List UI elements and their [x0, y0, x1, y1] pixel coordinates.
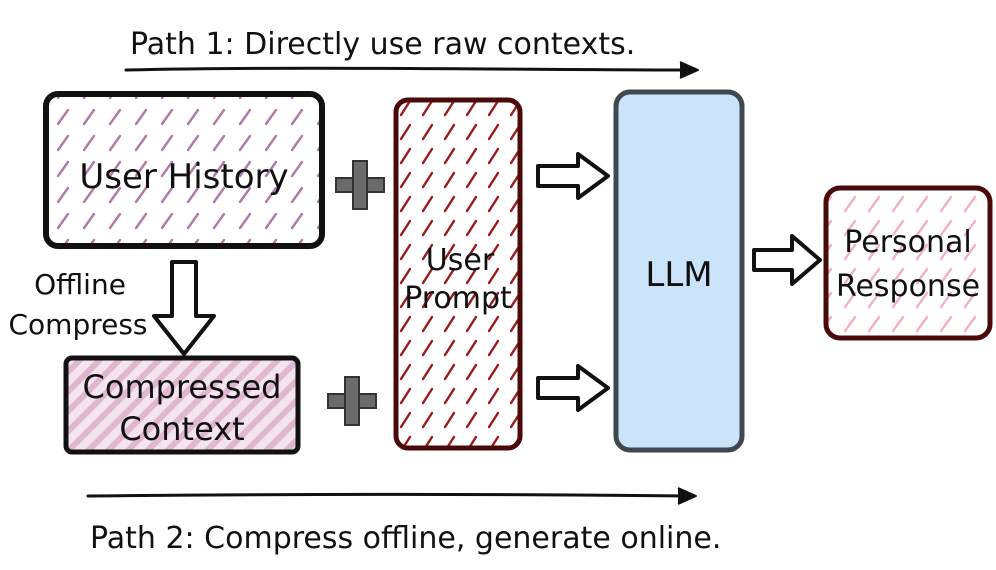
down-arrow-icon: [152, 260, 216, 356]
personal-response-line2: Response: [836, 269, 980, 304]
llm-box: LLM: [613, 89, 745, 453]
path2-label: Path 2: Compress offline, generate onlin…: [90, 521, 721, 556]
user-history-label: User History: [79, 157, 288, 197]
offline-compress-line2: Compress: [8, 308, 147, 341]
right-arrow-icon-response: [752, 234, 822, 286]
compressed-context-box: Compressed Context: [63, 355, 301, 455]
path1-label: Path 1: Directly use raw contexts.: [130, 27, 635, 62]
llm-label: LLM: [645, 255, 712, 295]
user-prompt-line1: User: [426, 243, 495, 278]
offline-compress-line1: Offline: [34, 268, 126, 301]
compressed-context-line2: Context: [119, 410, 244, 448]
plus-icon-bottom: [327, 376, 377, 426]
compressed-context-line1: Compressed: [83, 368, 282, 406]
personal-response-box: Personal Response: [823, 185, 993, 341]
user-history-box: User History: [43, 91, 325, 249]
right-arrow-icon-top: [536, 152, 610, 200]
user-prompt-line2: Prompt: [404, 281, 512, 316]
personal-response-line1: Personal: [844, 225, 972, 260]
path1-arrow-head: [679, 61, 699, 79]
path2-arrow-head: [677, 487, 697, 505]
path2-arrow-line: [86, 493, 690, 498]
right-arrow-icon-bottom: [536, 364, 610, 412]
path1-arrow-line: [124, 66, 692, 72]
user-prompt-box: User Prompt: [393, 97, 523, 451]
plus-icon-top: [335, 160, 385, 210]
